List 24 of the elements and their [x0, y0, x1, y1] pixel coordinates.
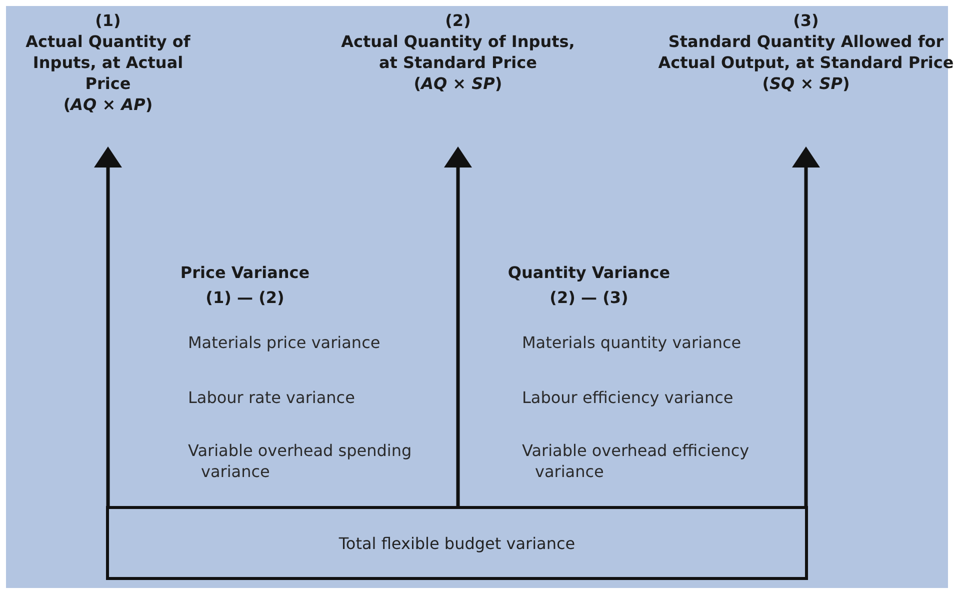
column-heading: (1): [94, 10, 122, 31]
variance-item: Variable overhead spending variance: [188, 440, 413, 482]
column-heading: Standard Quantity Allowed for Actual Output, at Standard Price: [657, 31, 954, 73]
column-heading: (2): [444, 10, 472, 31]
column-heading: Actual Quantity of Inputs, at Standard Price: [340, 31, 576, 73]
arrow: [94, 146, 122, 507]
variance-item: Labour efficiency variance: [522, 387, 734, 408]
variance-item: Materials price variance: [188, 332, 382, 353]
column-heading: (3): [792, 10, 820, 31]
total-variance-label: Total flexible budget variance: [338, 534, 576, 552]
arrow: [792, 146, 820, 507]
total-variance-box: [106, 506, 808, 580]
variance-item: Labour rate variance: [188, 387, 356, 408]
variance-heading: Price Variance: [179, 262, 311, 283]
arrow: [444, 146, 472, 507]
variance-formula: (2) — (3): [548, 287, 630, 308]
column-heading: (AQ × AP): [62, 94, 154, 115]
column-heading: Actual Quantity of Inputs, at Actual Price: [24, 31, 192, 94]
column-heading: (AQ × SP): [412, 73, 504, 94]
variance-formula: (1) — (2): [204, 287, 286, 308]
variance-item: Materials quantity variance: [522, 332, 742, 353]
variance-item: Variable overhead efficiency variance: [522, 440, 750, 482]
variance-heading: Quantity Variance: [506, 262, 672, 283]
column-heading: (SQ × SP): [761, 73, 851, 94]
